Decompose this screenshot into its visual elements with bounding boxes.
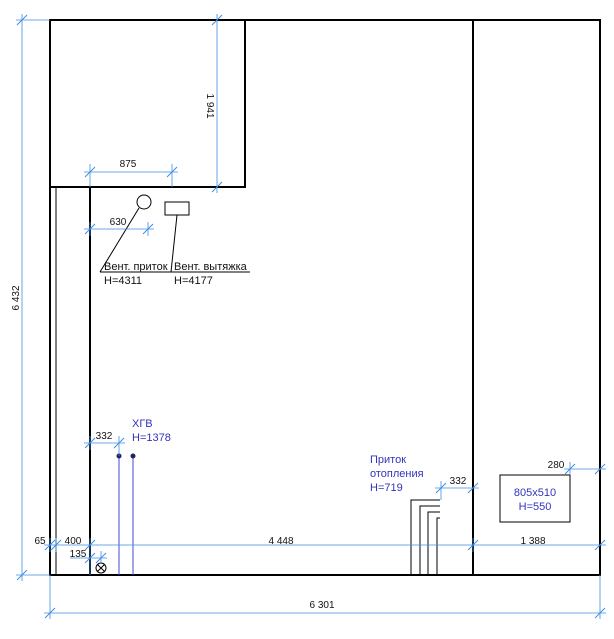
dim-bottom-chain xyxy=(44,538,606,575)
vent-exhaust-icon xyxy=(164,201,190,216)
vent-exhaust-label: Вент. вытяжка xyxy=(174,261,248,273)
dim-right-shaft-offset xyxy=(564,462,606,475)
dim-upper-room-height-label: 1 941 xyxy=(204,93,215,118)
vent-exhaust-height: H=4177 xyxy=(174,275,213,287)
dim-overall-width xyxy=(44,575,606,619)
vent-supply-leader xyxy=(99,207,140,273)
duct-height: H=550 xyxy=(519,501,552,513)
dim-overall-height xyxy=(16,14,50,581)
heating-supply-pipes xyxy=(410,499,440,575)
duct-size: 805x510 xyxy=(514,487,556,499)
hgv-height: H=1378 xyxy=(132,432,171,444)
dim-overall-width-label: 6 301 xyxy=(309,600,334,611)
dim-bottom-left-wall-label: 400 xyxy=(65,536,82,547)
dim-upper-room-height xyxy=(211,14,223,193)
vent-exhaust-leader xyxy=(170,214,178,273)
dim-hgv-offset-label: 332 xyxy=(96,431,113,442)
dim-vent-offset xyxy=(84,222,154,236)
heating-label-line2: отопления xyxy=(370,468,424,480)
hgv-pipe-2-dot xyxy=(130,453,136,459)
dim-bottom-left-small-label: 65 xyxy=(34,536,46,547)
vent-supply-label: Вент. приток xyxy=(104,261,168,273)
dim-heating-offset xyxy=(435,481,479,500)
dim-right-shaft-offset-label: 280 xyxy=(548,460,565,471)
dim-bottom-middle-label: 4 448 xyxy=(268,536,293,547)
upper-room-wall xyxy=(49,19,246,188)
vent-supply-icon xyxy=(136,194,152,210)
vent-supply-height: H=4311 xyxy=(104,275,142,287)
heating-label-line1: Приток xyxy=(370,454,406,466)
dim-bottom-left-inner xyxy=(70,551,107,564)
dim-bottom-right-label: 1 388 xyxy=(520,536,545,547)
dim-upper-room-width-label: 875 xyxy=(120,159,137,170)
duct-box xyxy=(499,474,571,523)
dim-heating-offset-label: 332 xyxy=(450,476,467,487)
dim-bottom-left-inner-label: 135 xyxy=(70,549,87,560)
dim-vent-offset-label: 630 xyxy=(110,217,127,228)
valve-icon xyxy=(95,562,107,574)
dim-upper-room-width xyxy=(84,164,178,187)
hgv-label: ХГВ xyxy=(132,418,153,430)
dim-hgv-offset xyxy=(84,436,125,456)
heating-height: H=719 xyxy=(370,482,403,494)
outer-wall xyxy=(49,19,601,576)
dim-overall-height-label: 6 432 xyxy=(11,285,22,310)
